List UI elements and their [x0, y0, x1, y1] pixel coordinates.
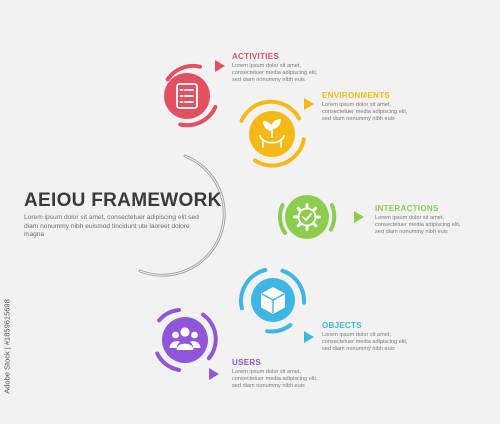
- objects-node: [239, 268, 314, 343]
- interactions-node: [277, 195, 364, 239]
- central-arc: [138, 154, 226, 277]
- users-description: Lorem ipsum dolor sit amet, consectetuer…: [232, 369, 318, 390]
- objects-pointer: [304, 331, 314, 343]
- objects-description: Lorem ipsum dolor sit amet, consectetuer…: [322, 332, 408, 353]
- page-title: AEIOU FRAMEWORK: [24, 190, 222, 211]
- objects-heading: OBJECTS: [322, 321, 362, 330]
- activities-description: Lorem ipsum dolor sit amet, consectetuer…: [232, 63, 318, 84]
- users-node: [155, 308, 219, 380]
- interactions-pointer: [354, 211, 364, 223]
- interactions-heading: INTERACTIONS: [375, 204, 439, 213]
- environments-description: Lorem ipsum dolor sit amet, consectetuer…: [322, 102, 408, 123]
- environments-heading: ENVIRONMENTS: [322, 91, 391, 100]
- activities-node: [164, 60, 225, 128]
- environments-node: [239, 98, 314, 168]
- activities-pointer: [215, 60, 225, 72]
- users-heading: USERS: [232, 358, 262, 367]
- checklist-icon: [176, 83, 198, 109]
- cube-box-icon: [261, 287, 285, 314]
- environments-pointer: [304, 98, 314, 110]
- footer-strip: [0, 424, 500, 447]
- interactions-description: Lorem ipsum dolor sit amet, consectetuer…: [375, 215, 461, 236]
- activities-heading: ACTIVITIES: [232, 52, 280, 61]
- stock-id-stamp: Adobe Stock | #1859615698: [2, 290, 12, 410]
- gear-check-icon: [293, 203, 321, 231]
- page-subtitle: Lorem ipsum dolor sit amet, consectetuer…: [24, 214, 199, 239]
- stock-id-text: Adobe Stock | #1859615698: [2, 299, 12, 394]
- user-group-icon: [169, 327, 201, 350]
- users-pointer: [209, 368, 219, 380]
- eco-hand-plant-icon: [259, 119, 285, 148]
